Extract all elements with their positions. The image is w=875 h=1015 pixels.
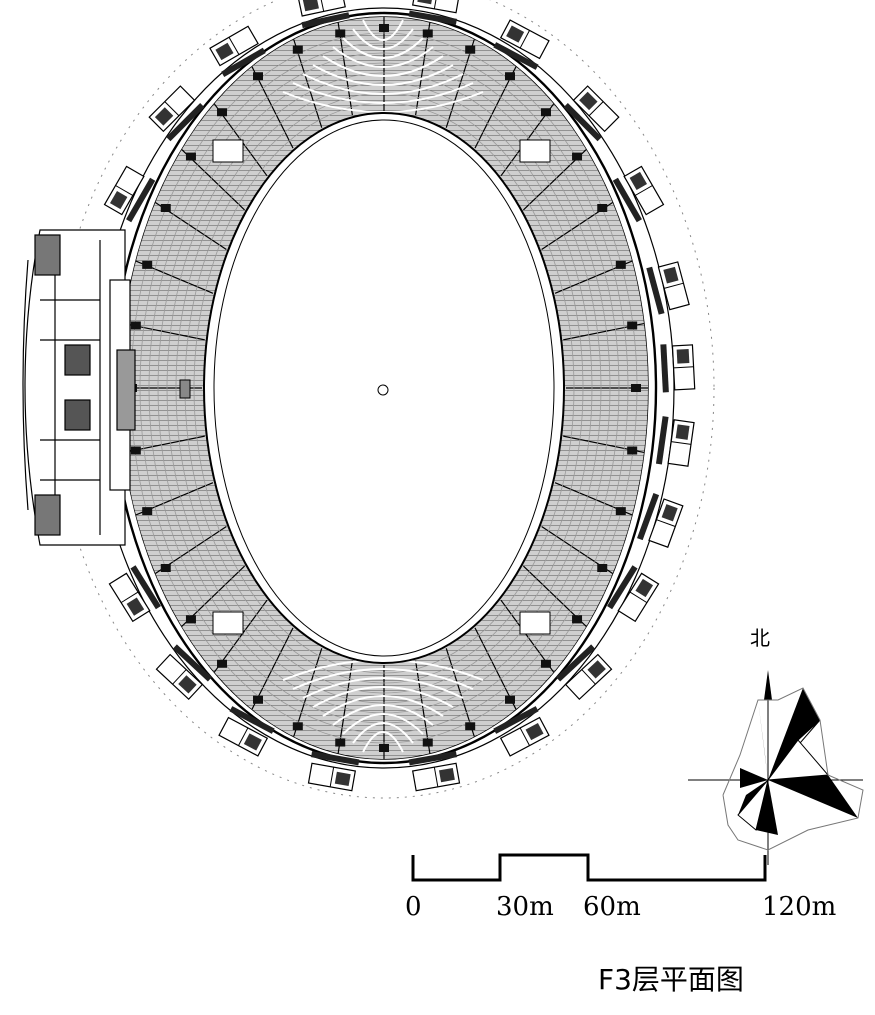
scale-label-30m: 30m [496,892,554,922]
field [179,112,565,664]
scale-label-120m: 120m [762,892,837,922]
scale-label-0: 0 [405,892,422,922]
plan-title: F3层平面图 [598,963,744,996]
west-building [22,229,136,546]
scale-label-60m: 60m [583,892,641,922]
north-label: 北 [750,626,770,650]
north-arrow-icon [764,670,772,700]
exterior-stair-towers [103,0,696,792]
scale-bar [411,853,767,882]
wind-rose-icon [688,670,864,865]
center-mark-icon [377,384,389,396]
